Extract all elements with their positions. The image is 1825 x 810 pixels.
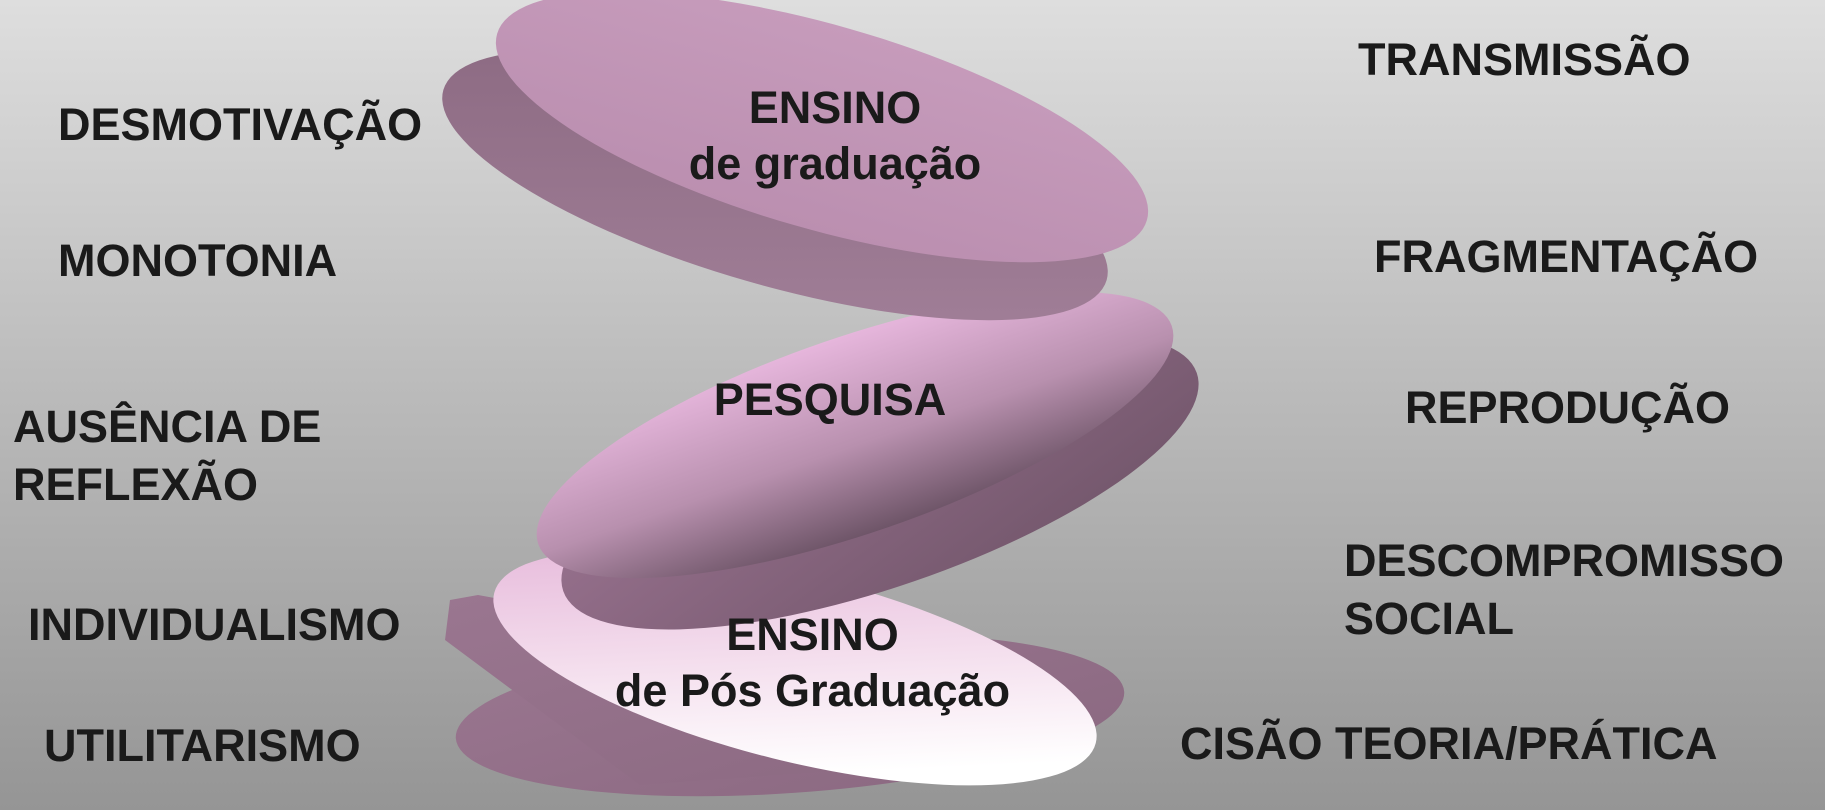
label-descompromisso-social: DESCOMPROMISSO SOCIAL <box>1344 532 1784 648</box>
label-transmissao: TRANSMISSÃO <box>1358 34 1691 85</box>
disc-pesquisa-face <box>536 291 1174 579</box>
label-desmotivacao: DESMOTIVAÇÃO <box>58 99 423 150</box>
label-monotonia: MONOTONIA <box>58 235 338 286</box>
label-cisao-teoria-pratica: CISÃO TEORIA/PRÁTICA <box>1180 718 1718 769</box>
disc-graduacao-face <box>495 0 1149 263</box>
disc-pesquisa-label: PESQUISA <box>640 372 1020 428</box>
disc-graduacao-line1: ENSINO <box>748 82 922 133</box>
disc-pos-graduacao-line2: de Pós Graduação <box>614 665 1011 716</box>
label-individualismo: INDIVIDUALISMO <box>28 599 401 650</box>
label-utilitarismo: UTILITARISMO <box>44 720 361 771</box>
disc-pesquisa <box>536 291 1199 630</box>
disc-pos-graduacao-line1: ENSINO <box>726 609 899 660</box>
disc-graduacao-line2: de graduação <box>688 138 982 189</box>
label-ausencia-line2: REFLEXÃO <box>13 459 259 510</box>
label-reproducao: REPRODUÇÃO <box>1405 382 1731 433</box>
label-fragmentacao: FRAGMENTAÇÃO <box>1374 231 1759 282</box>
disc-graduacao-label: ENSINO de graduação <box>640 80 1030 192</box>
label-ausencia-de-reflexao: AUSÊNCIA DE REFLEXÃO <box>13 398 321 514</box>
label-descompromisso-line1: DESCOMPROMISSO <box>1344 535 1785 586</box>
label-ausencia-line1: AUSÊNCIA DE <box>13 401 322 452</box>
disc-graduacao <box>442 0 1149 321</box>
label-descompromisso-line2: SOCIAL <box>1344 593 1515 644</box>
disc-pesquisa-line1: PESQUISA <box>713 374 947 425</box>
disc-pos-graduacao-label: ENSINO de Pós Graduação <box>590 607 1035 719</box>
